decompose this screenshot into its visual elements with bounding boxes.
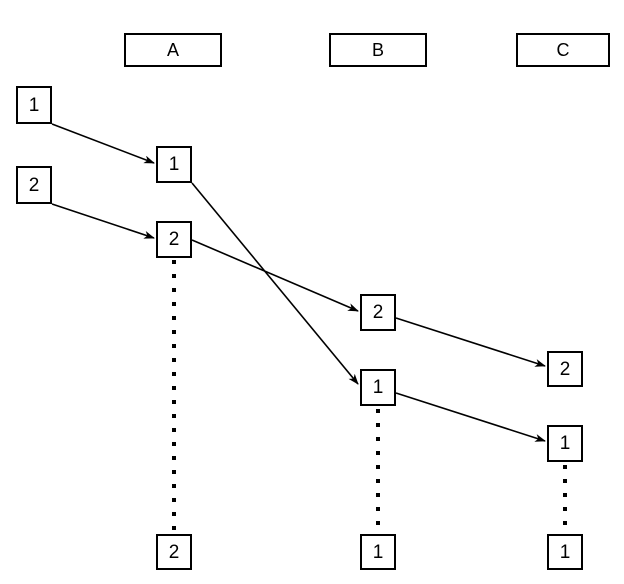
arrow-in1-to-a1 [51, 123, 155, 164]
column-header-a: A [124, 33, 222, 67]
arrow-a2-to-b1 [191, 239, 359, 312]
node-b-1: 2 [360, 294, 396, 331]
column-header-b: B [329, 33, 427, 67]
node-a-1: 1 [156, 146, 192, 183]
node-b-2: 1 [360, 369, 396, 406]
node-b-3: 1 [360, 534, 396, 570]
arrow-in2-to-a2 [51, 203, 155, 239]
column-header-c: C [516, 33, 610, 67]
node-a-2: 2 [156, 221, 192, 258]
arrow-b1-to-c1 [395, 317, 546, 367]
node-input-1: 1 [16, 86, 52, 124]
node-a-3: 2 [156, 534, 192, 570]
node-c-1: 2 [547, 351, 583, 387]
node-c-3: 1 [547, 534, 583, 570]
node-input-2: 2 [16, 166, 52, 204]
node-c-2: 1 [547, 425, 583, 462]
arrow-group [51, 123, 546, 442]
arrow-b2-to-c2 [395, 392, 546, 442]
arrow-a1-to-b2 [191, 182, 359, 385]
